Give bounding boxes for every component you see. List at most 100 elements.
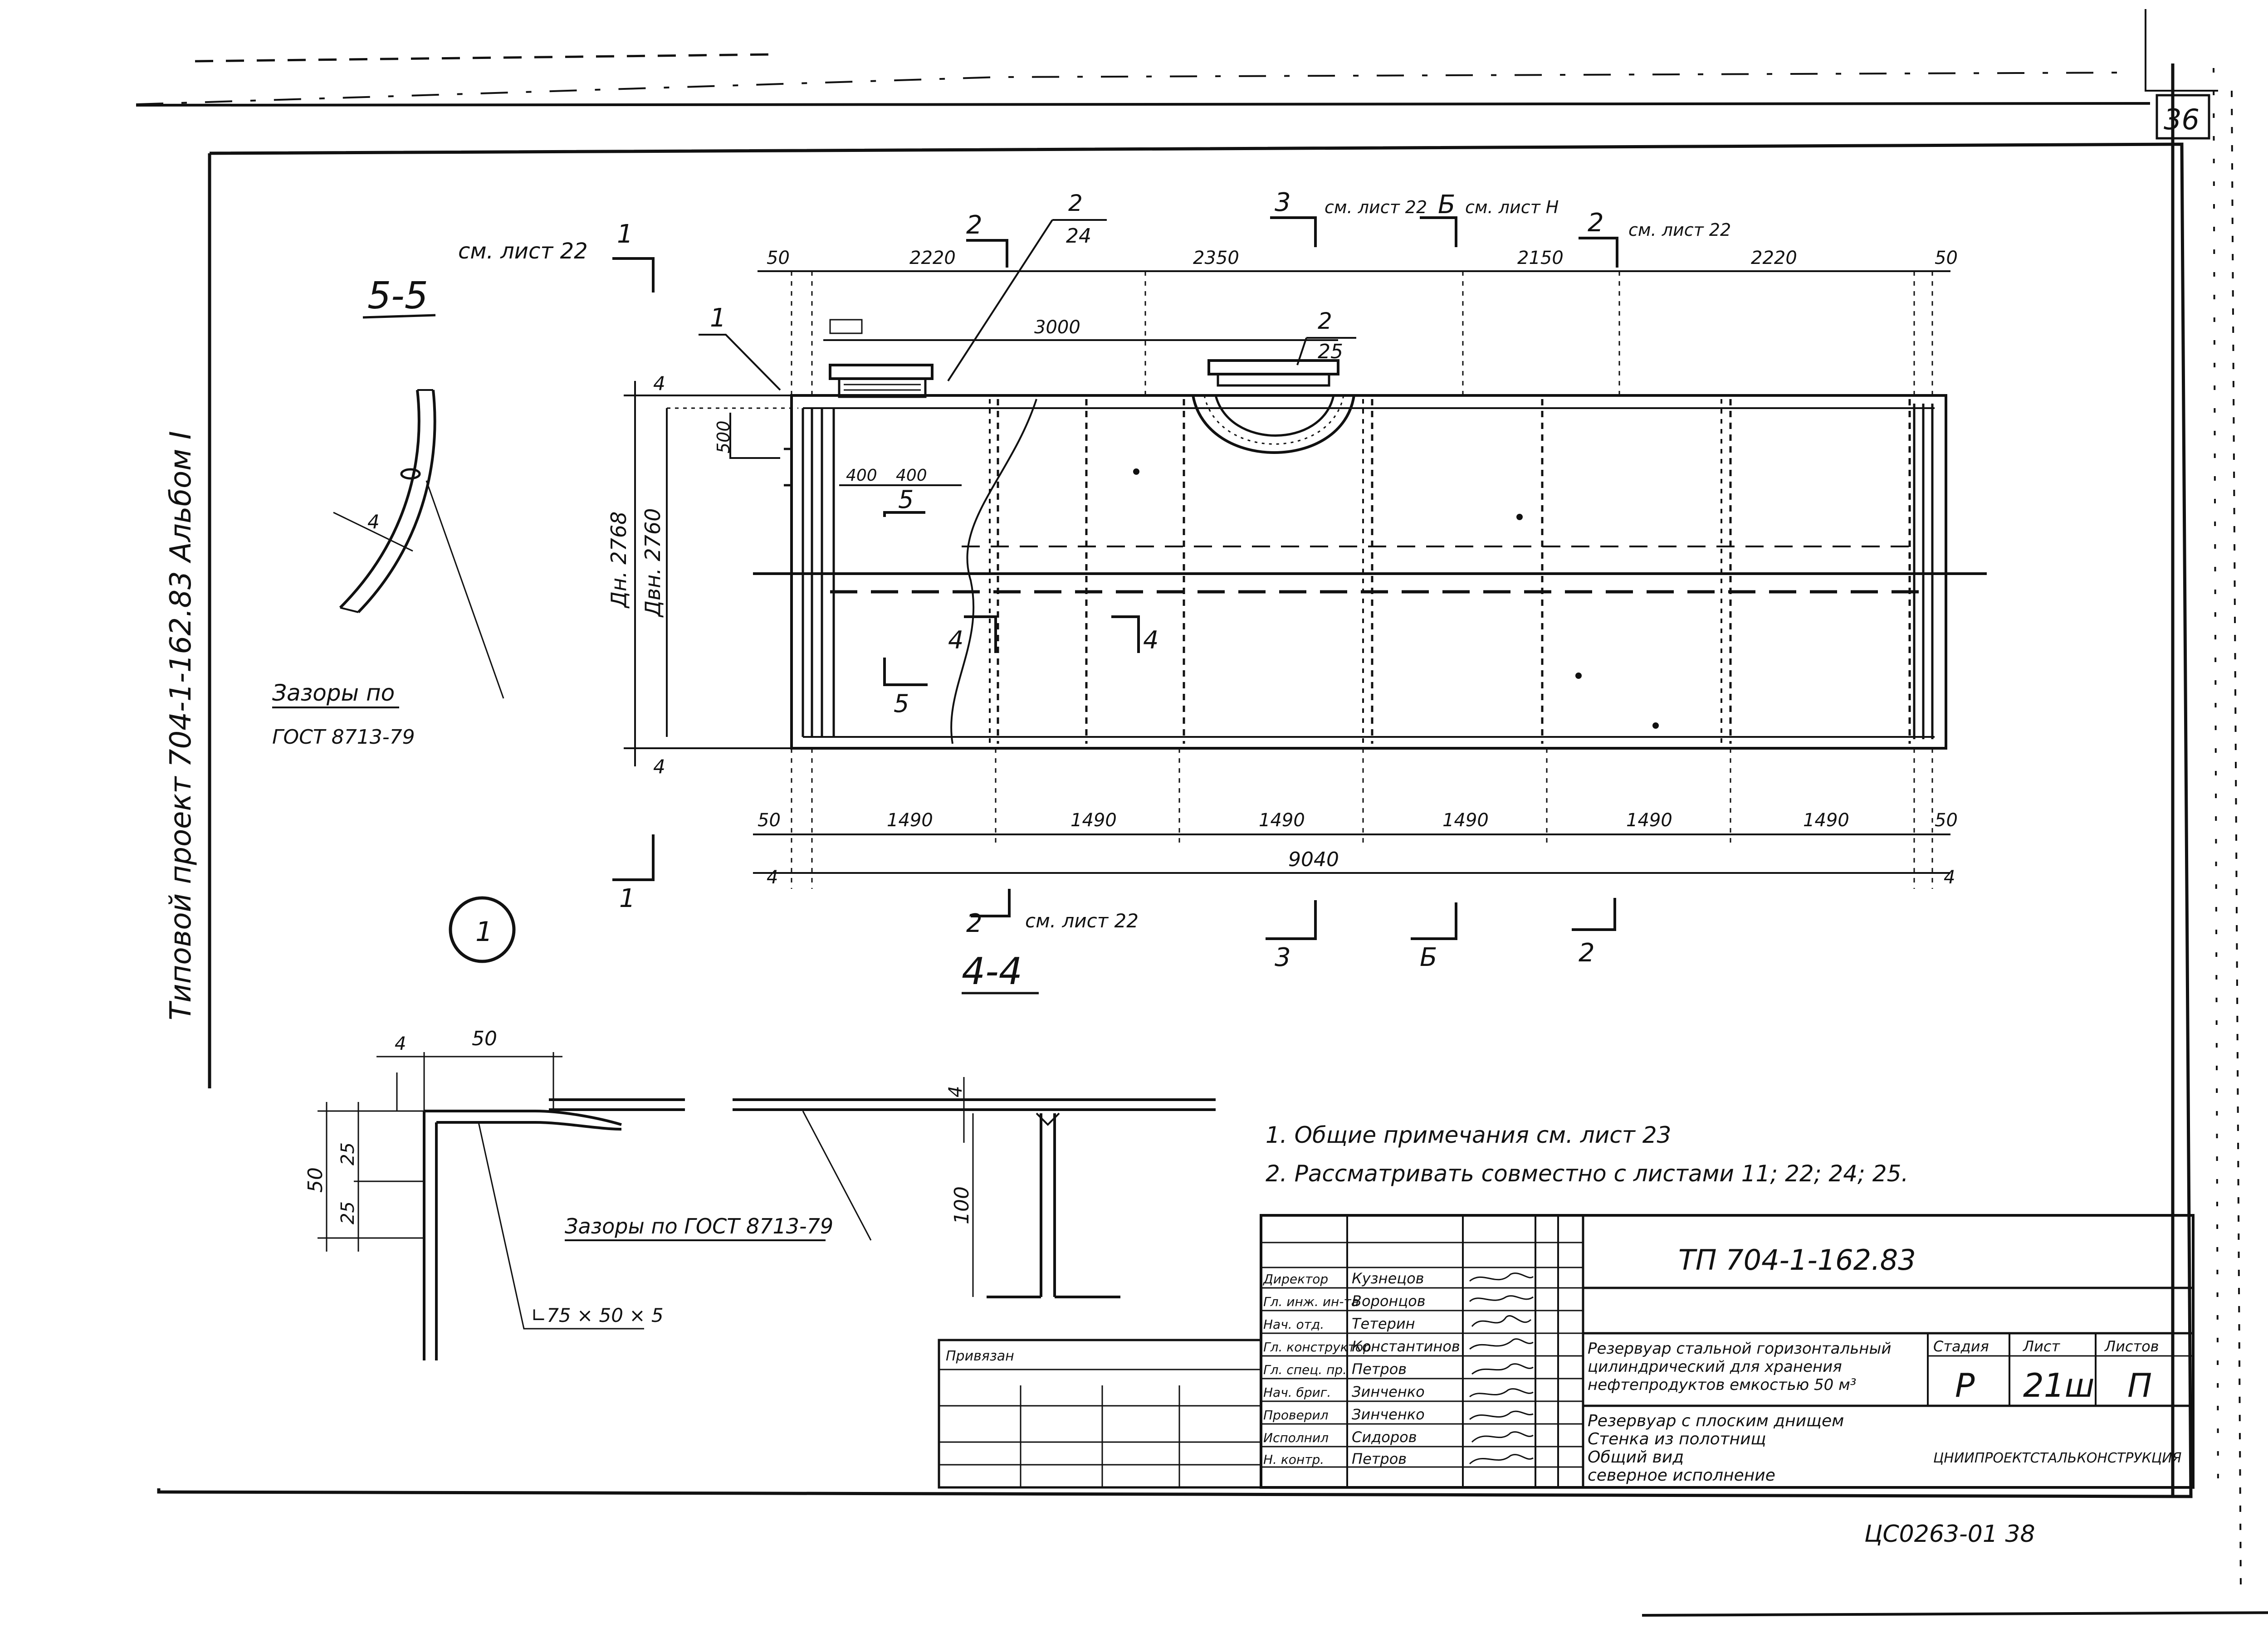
- dim-bottom-2: 1490: [887, 810, 933, 831]
- detail-corner-dim-25b: 25: [337, 1201, 358, 1224]
- title-subject-1: Резервуар с плоским днищем: [1588, 1412, 1844, 1430]
- role-5: Гл. спец. пр.: [1263, 1362, 1347, 1377]
- dim-500: 500: [714, 420, 733, 453]
- dim-top-2: 2220: [909, 248, 956, 268]
- cut-b-bottom-label: Б: [1420, 943, 1437, 972]
- dim-dn-outer: Дн. 2768: [606, 512, 631, 609]
- dim-total-end-r: 4: [1944, 867, 1955, 888]
- cut-2-bottom-ref: см. лист 22: [1025, 910, 1139, 932]
- detail-corner-angle: ∟75 × 50 × 5: [531, 1304, 664, 1326]
- dim-top-1: 50: [767, 248, 790, 268]
- title-stage: Р: [1955, 1366, 1975, 1404]
- name-4: Константинов: [1352, 1338, 1460, 1355]
- dim-total: 9040: [1288, 848, 1339, 871]
- general-notes: 1. Общие примечания см. лист 23 2. Рассм…: [1266, 1122, 1908, 1187]
- bottom-stamp: ЦС0263-01 38: [1864, 1521, 2035, 1548]
- detail-corner-dim-50v: 50: [304, 1167, 327, 1193]
- name-5: Петров: [1352, 1360, 1407, 1378]
- role-3: Нач. отд.: [1263, 1317, 1324, 1332]
- role-9: Н. контр.: [1263, 1452, 1324, 1467]
- detail-corner-dim-50: 50: [472, 1027, 497, 1050]
- dim-bottom-1: 50: [758, 810, 781, 831]
- detail-corner-gaps: Зазоры по ГОСТ 8713-79: [565, 1214, 833, 1238]
- break-line: [950, 399, 1037, 744]
- sheet-frame: [136, 9, 2268, 1617]
- signature-scribbles: [1469, 1272, 1534, 1465]
- section-5-5-gap: 4: [367, 511, 380, 533]
- shell-arc-outer: [339, 390, 420, 609]
- dim-400-a: 400: [846, 466, 877, 485]
- title-names: Кузнецов Воронцов Тетерин Константинов П…: [1352, 1270, 1460, 1467]
- margin-text: Типовой проект 704-1-162.83 Альбом I: [164, 431, 198, 1020]
- dim-bottom-8: 50: [1935, 810, 1958, 831]
- title-subject-4: северное исполнение: [1588, 1466, 1775, 1485]
- cut-2r-ref: см. лист 22: [1628, 220, 1731, 240]
- dim-400-b: 400: [896, 466, 927, 485]
- cut-mark-1: 1 1: [612, 219, 655, 913]
- note-2: 2. Рассматривать совместно с листами 11;…: [1266, 1160, 1908, 1187]
- hatch-left: [814, 364, 959, 398]
- title-code: ТП 704-1-162.83: [1678, 1243, 1916, 1277]
- cut-4-left-label: 4: [948, 626, 963, 654]
- title-sheets-label: Листов: [2104, 1338, 2159, 1355]
- manhole-dome: [1192, 359, 1355, 454]
- cut-4-right-label: 4: [1143, 626, 1158, 654]
- dim-top-3: 2350: [1193, 248, 1239, 268]
- title-desc-3: нефтепродуктов емкостью 50 м³: [1588, 1376, 1856, 1394]
- role-4: Гл. конструктор: [1263, 1340, 1371, 1355]
- title-stage-label: Стадия: [1933, 1338, 1989, 1355]
- cut-3-top-label: 3: [1275, 188, 1291, 217]
- cut-b-ref: см. лист Н: [1465, 197, 1559, 217]
- name-9: Петров: [1352, 1450, 1407, 1467]
- dim-bottom-3: 1490: [1070, 810, 1117, 831]
- dim-top-6: 50: [1935, 248, 1958, 268]
- name-1: Кузнецов: [1352, 1270, 1424, 1287]
- callout-2-24-bot: 24: [1066, 224, 1091, 248]
- title-subject-3: Общий вид: [1588, 1448, 1684, 1467]
- section-5-5-title: 5-5: [367, 274, 428, 317]
- cut-2-top-label: 2: [966, 210, 982, 240]
- title-desc-1: Резервуар стальной горизонтальный: [1588, 1340, 1891, 1358]
- dim-top-4: 2150: [1517, 248, 1564, 268]
- title-desc-2: цилиндрический для хранения: [1588, 1358, 1842, 1376]
- callout-2-25-top: 2: [1318, 308, 1332, 334]
- dim-bottom-5: 1490: [1442, 810, 1489, 831]
- cut-label-1b: 1: [619, 884, 635, 913]
- cut-b-top-label: Б: [1438, 190, 1455, 219]
- name-6: Зинченко: [1352, 1383, 1425, 1400]
- title-block: Привязан Директор Гл. инж. ин-та Нач. от: [938, 1214, 2195, 1489]
- detail-corner: 4 50 50 25 25 ∟75 × 50 × 5 Зазоры по ГОС…: [304, 1027, 872, 1360]
- cut-5-top-label: 5: [898, 485, 914, 514]
- cut-3-ref: см. лист 22: [1325, 197, 1427, 217]
- dim-bottom-6: 1490: [1626, 810, 1672, 831]
- name-2: Воронцов: [1352, 1292, 1426, 1310]
- cut-2-bottom-label: 2: [966, 909, 982, 938]
- note-1: 1. Общие примечания см. лист 23: [1266, 1122, 1671, 1148]
- detail-t-dim-100: 100: [950, 1186, 973, 1224]
- role-2: Гл. инж. ин-та: [1263, 1294, 1359, 1309]
- detail-t-joint: 4 100: [733, 1077, 1216, 1298]
- dim-end-top: 4: [653, 372, 665, 395]
- dim-bottom-4: 1490: [1259, 810, 1305, 831]
- section-5-5-ref: см. лист 22: [458, 239, 588, 264]
- role-8: Исполнил: [1263, 1430, 1329, 1445]
- name-7: Зинченко: [1352, 1406, 1425, 1423]
- title-sheet: 21ш: [2023, 1366, 2095, 1404]
- dim-bottom-7: 1490: [1803, 810, 1849, 831]
- section-5-5-gaps-2: ГОСТ 8713-79: [272, 726, 415, 749]
- dim-top-5: 2220: [1751, 248, 1797, 268]
- weld-seams: [989, 399, 1911, 744]
- title-left-label: Привязан: [946, 1348, 1014, 1364]
- detail-corner-dim-4: 4: [395, 1033, 406, 1054]
- cut-5-bottom-label: 5: [894, 689, 909, 718]
- callout-2-25-bot: 25: [1318, 340, 1343, 363]
- section-4-4-title: 4-4: [962, 950, 1022, 993]
- detail-t-dim-4: 4: [945, 1086, 966, 1097]
- title-org: ЦНИИПРОЕКТСТАЛЬКОНСТРУКЦИЯ: [1933, 1450, 2182, 1466]
- node-callout-1: 1: [449, 896, 516, 963]
- shell-arc-inner: [357, 390, 436, 614]
- section-5-5: 5-5 см. лист 22 4 Зазоры по ГОСТ 8713-79: [272, 239, 588, 749]
- sheet-corner-number: 36: [2164, 103, 2200, 136]
- section-5-5-gaps-1: Зазоры по: [272, 680, 395, 706]
